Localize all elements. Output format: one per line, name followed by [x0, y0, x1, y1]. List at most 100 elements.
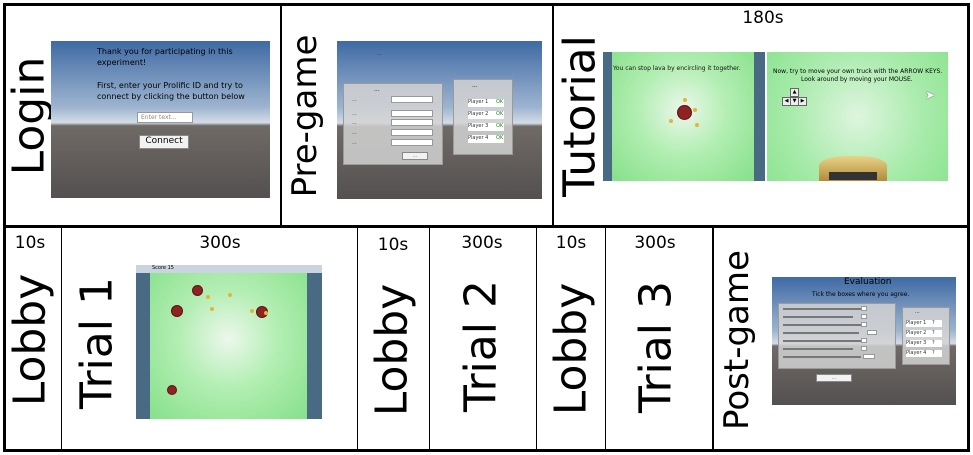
- question-row: [783, 316, 853, 318]
- player-status: OK: [495, 111, 504, 117]
- question-row: [783, 340, 863, 342]
- stage-label-postgame: Post-game: [717, 250, 757, 430]
- tutorial-screenshot-right: Now, try to move your own truck with the…: [767, 52, 948, 181]
- answer-checkbox[interactable]: [861, 322, 867, 327]
- mouse-cursor-icon: ➤: [925, 88, 936, 102]
- truck-marker: [693, 108, 697, 112]
- prolific-id-input[interactable]: Enter text...: [137, 112, 193, 123]
- question-row: [783, 324, 865, 326]
- stage-label-tutorial: Tutorial: [554, 35, 606, 197]
- player-name: Player 2: [906, 330, 927, 336]
- players-panel: ... Player 1 OK Player 2 OK Player 3 OK …: [453, 79, 513, 155]
- answer-checkbox[interactable]: [861, 306, 867, 311]
- trial-arena: [150, 273, 307, 419]
- field-input[interactable]: [391, 110, 433, 117]
- player-name: Player 2: [468, 111, 489, 117]
- player-row: Player 4 OK: [468, 135, 504, 143]
- login-text-1: Thank you for participating in this: [97, 47, 233, 56]
- login-text-4: connect by clicking the button below: [97, 92, 245, 101]
- tutorial-text-right-2: Look around by moving your MOUSE.: [801, 76, 913, 83]
- duration-tutorial: 180s: [742, 8, 784, 28]
- stage-label-trial1: Trial 1: [71, 277, 123, 409]
- stage-label-login: Login: [3, 56, 55, 176]
- duration-lobby3: 10s: [555, 233, 587, 253]
- truck-marker: [264, 311, 268, 315]
- divider-trial3-postgame: [712, 226, 714, 452]
- pregame-screenshot: ... ... ... ... ... ... ... ... ... Play…: [337, 41, 542, 199]
- truck-marker: [683, 98, 687, 102]
- divider-lobby3-trial3: [605, 226, 606, 452]
- duration-lobby1: 10s: [14, 233, 46, 253]
- connect-button[interactable]: Connect: [139, 135, 189, 149]
- trial-screenshot: Score 15: [136, 265, 322, 419]
- field-label: ...: [352, 130, 357, 136]
- settings-panel: ... ... ... ... ... ... ...: [343, 83, 443, 165]
- stage-label-lobby3: Lobby: [545, 282, 597, 416]
- evaluation-title: Evaluation: [844, 277, 892, 287]
- divider-pregame-tutorial: [552, 3, 554, 227]
- player-row: Player 3 OK: [468, 123, 504, 131]
- player-value: ?: [931, 340, 935, 346]
- truck-marker: [669, 119, 673, 123]
- post-players-panel: ... Player 1 ? Player 2 ? Player 3 ? Pla…: [902, 307, 950, 365]
- truck-marker: [695, 123, 699, 127]
- rating-row: Player 4 ?: [906, 350, 942, 357]
- answer-checkbox[interactable]: [861, 338, 867, 343]
- login-text-2: experiment!: [97, 58, 147, 67]
- tutorial-text-right-1: Now, try to move your own truck with the…: [773, 68, 943, 75]
- answer-checkbox[interactable]: [861, 314, 867, 319]
- truck-marker: [210, 307, 214, 311]
- truck-wheels: [829, 172, 877, 180]
- row-divider: [3, 225, 970, 228]
- question-row: [783, 348, 853, 350]
- field-label: ...: [352, 111, 357, 117]
- login-text-3: First, enter your Prolific ID and try to: [97, 81, 243, 90]
- truck-marker: [250, 309, 254, 313]
- score-bar: [136, 265, 322, 273]
- divider-trial2-lobby3: [536, 226, 537, 452]
- player-row: Player 1 OK: [468, 99, 504, 107]
- lava-blob: [192, 285, 203, 296]
- rating-row: Player 1 ?: [906, 320, 942, 327]
- question-row: [783, 356, 861, 358]
- duration-trial1: 300s: [199, 233, 241, 253]
- pregame-button[interactable]: ...: [402, 152, 428, 160]
- field-dropdown[interactable]: [391, 96, 433, 103]
- player-row: Player 2 OK: [468, 111, 504, 119]
- login-screenshot: Thank you for participating in this expe…: [51, 41, 270, 198]
- lava-blob: [677, 105, 692, 120]
- question-row: [783, 308, 863, 310]
- player-value: ?: [931, 330, 935, 336]
- answer-dropdown[interactable]: [867, 330, 877, 335]
- truck-marker: [228, 293, 232, 297]
- player-status: OK: [495, 135, 504, 141]
- duration-trial3: 300s: [634, 233, 676, 253]
- player-name: Player 4: [906, 350, 927, 356]
- field-input[interactable]: [391, 129, 433, 136]
- divider-lobby2-trial2: [429, 226, 430, 452]
- player-name: Player 3: [906, 340, 927, 346]
- answer-checkbox[interactable]: [861, 346, 867, 351]
- player-name: Player 3: [468, 123, 489, 129]
- divider-lobby1-trial1: [61, 226, 62, 452]
- player-status: OK: [495, 99, 504, 105]
- player-name: Player 1: [906, 320, 927, 326]
- stage-label-lobby1: Lobby: [4, 273, 56, 407]
- questions-panel: [778, 303, 896, 369]
- field-label: ...: [352, 97, 357, 103]
- player-value: ?: [931, 320, 935, 326]
- tutorial-screenshot-left: You can stop lava by encircling it toget…: [603, 52, 765, 181]
- player-status: OK: [495, 123, 504, 129]
- stage-label-lobby2: Lobby: [366, 283, 418, 417]
- players-title: ...: [472, 82, 478, 89]
- field-input[interactable]: [391, 119, 433, 126]
- field-label: ...: [352, 120, 357, 126]
- rating-row: Player 3 ?: [906, 340, 942, 347]
- stage-label-pregame: Pre-game: [285, 34, 325, 198]
- pregame-banner: ...: [377, 51, 382, 57]
- field-input[interactable]: [391, 139, 433, 146]
- answer-dropdown[interactable]: [863, 354, 875, 359]
- question-row: [783, 332, 859, 334]
- tutorial-text-left: You can stop lava by encircling it toget…: [613, 65, 741, 72]
- submit-button[interactable]: ...: [816, 374, 852, 382]
